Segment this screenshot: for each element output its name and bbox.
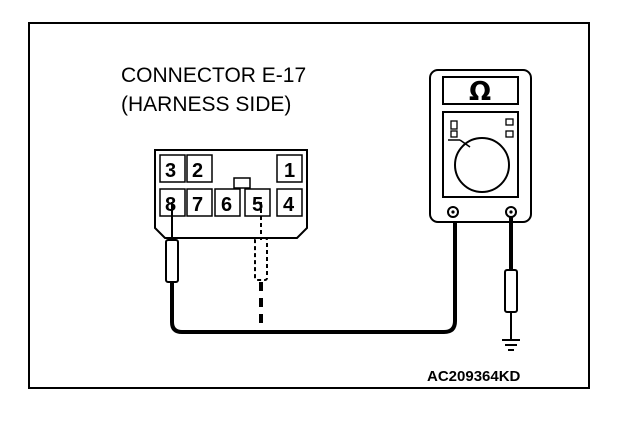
probe-alt-icon: [254, 202, 268, 281]
test-lead-wire: [170, 214, 457, 334]
pin-label-2: 2: [192, 160, 203, 182]
ohmmeter-icon: Ω: [429, 69, 532, 223]
connector-e17: 3 2 1 8 7 6 5 4: [154, 149, 308, 239]
pin-label-7: 7: [192, 194, 203, 216]
pin-label-4: 4: [283, 194, 295, 216]
pin-label-8: 8: [165, 194, 176, 216]
connector-lock-tab: [233, 177, 251, 189]
pin-cells: [159, 154, 303, 217]
pin-label-3: 3: [165, 160, 176, 182]
figure-code: AC209364KD: [427, 368, 521, 385]
pin-label-5: 5: [252, 194, 263, 216]
figure-frame: [28, 22, 590, 389]
pin-label-1: 1: [284, 160, 295, 182]
connector-title: CONNECTOR E-17: [121, 64, 306, 87]
pin-label-6: 6: [221, 194, 232, 216]
ground-symbol-icon: [502, 339, 520, 351]
meter-symbol: Ω: [469, 77, 491, 107]
connector-subtitle: (HARNESS SIDE): [121, 93, 291, 116]
ground-lead: [504, 216, 518, 340]
